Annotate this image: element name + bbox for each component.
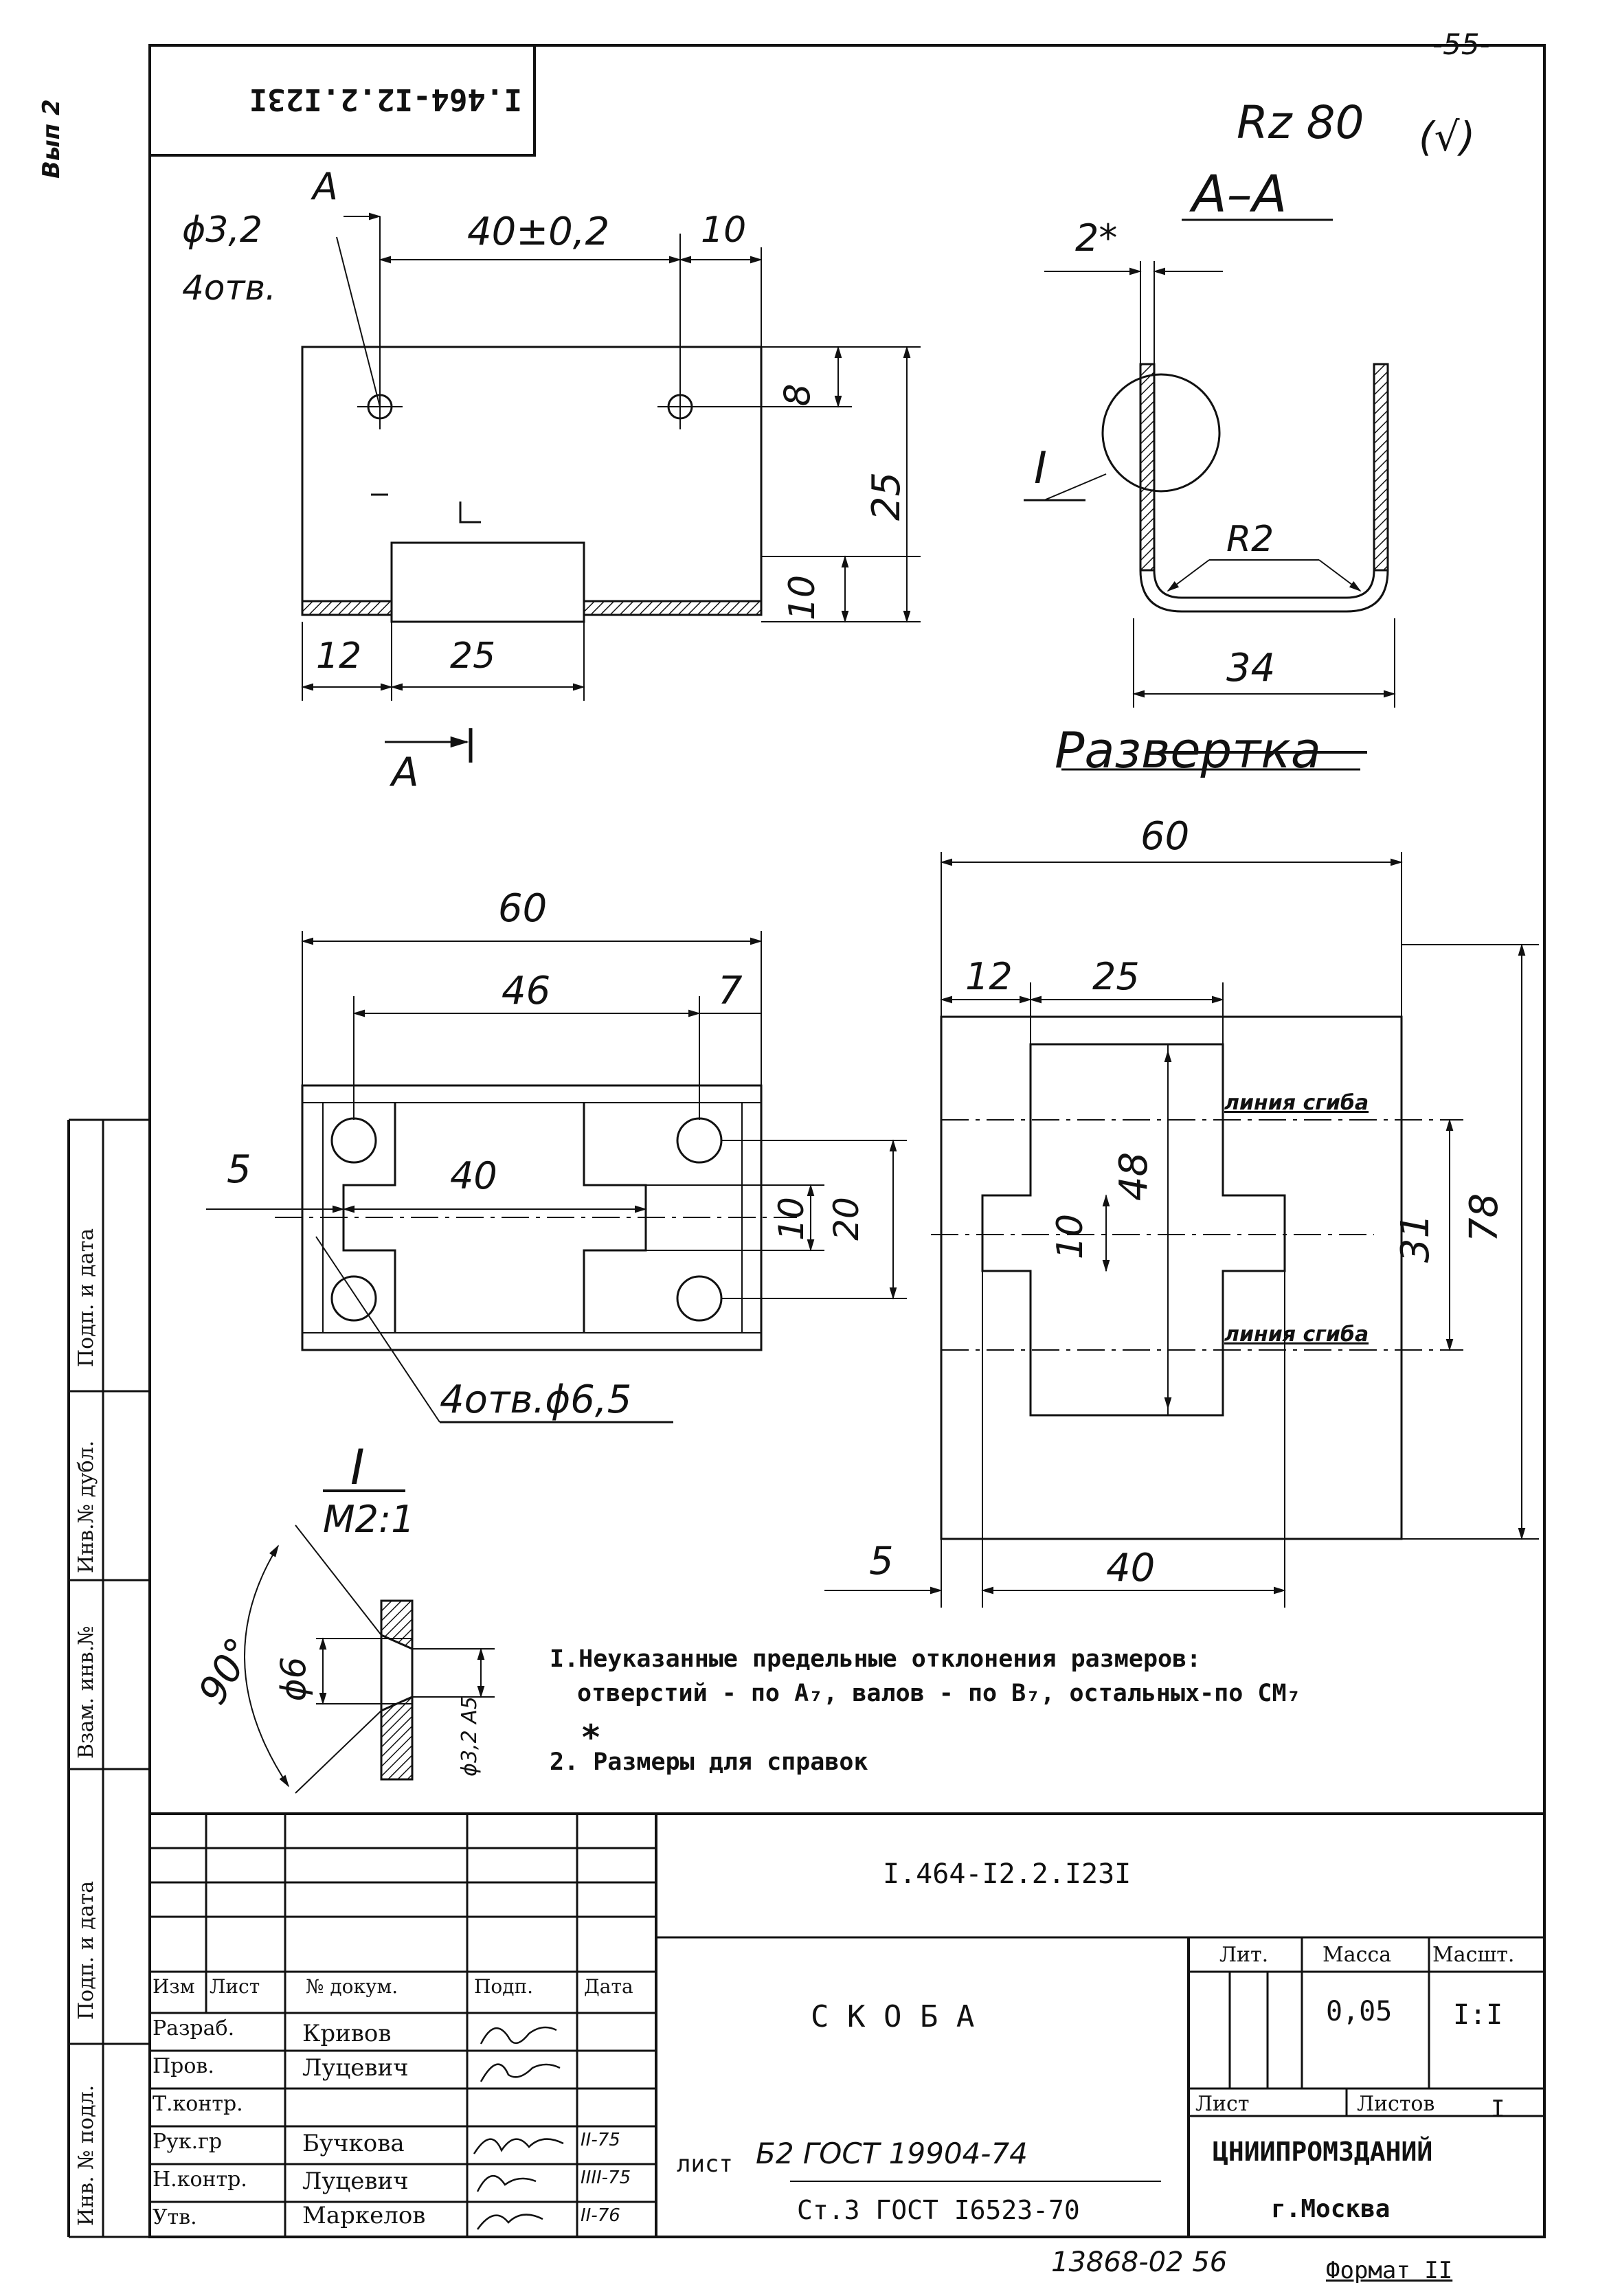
- scale-label: Масшт.: [1432, 1943, 1515, 1967]
- hdr-list: Лист: [210, 1975, 260, 1998]
- top-view: [301, 212, 921, 763]
- hdr-izm: Изм: [153, 1975, 195, 1998]
- section-width: 34: [1226, 646, 1276, 690]
- format-label: Формат II: [1326, 2257, 1453, 2284]
- signature-4: [476, 2174, 537, 2192]
- dev-dim-40: 40: [1106, 1546, 1156, 1590]
- scale-value: I:I: [1453, 1999, 1503, 2031]
- title-name: С К О Б А: [811, 1999, 975, 2034]
- sheet-label: Лист: [1195, 2092, 1250, 2116]
- material-line-2: Ст.3 ГОСТ I6523-70: [797, 2195, 1080, 2225]
- hole-callout: ϕ3,2: [182, 210, 262, 251]
- name-4: Луцевич: [302, 2168, 409, 2195]
- bend-radius: R2: [1226, 519, 1274, 560]
- signature-3: [473, 2138, 564, 2154]
- section-view: [1024, 218, 1396, 771]
- plan-dim-holes: 46: [502, 969, 551, 1013]
- detail-view: [244, 1489, 495, 1794]
- sheets-value: I: [1491, 2095, 1505, 2123]
- role-1: Пров.: [153, 2054, 214, 2078]
- mass-label: Масса: [1323, 1943, 1392, 1967]
- hdr-doc: № докум.: [306, 1975, 398, 1998]
- dev-dim-12: 12: [965, 955, 1013, 998]
- roughness-mark: Rz 80: [1237, 96, 1364, 149]
- name-1: Луцевич: [302, 2054, 409, 2082]
- role-3: Рук.гр: [153, 2130, 223, 2154]
- signature-1: [480, 2026, 557, 2045]
- section-title: A–A: [1192, 165, 1287, 224]
- dev-dim-5: 5: [869, 1539, 894, 1584]
- plan-dim-slot: 40: [450, 1154, 497, 1197]
- page-number: -55-: [1432, 27, 1490, 61]
- roughness-note: (√): [1419, 113, 1476, 160]
- signature-5: [476, 2214, 543, 2230]
- dim-span: 40±0,2: [467, 210, 610, 254]
- lit-label: Лит.: [1219, 1943, 1269, 1967]
- dev-dim-width: 60: [1140, 814, 1190, 859]
- mass-value: 0,05: [1326, 1996, 1393, 2027]
- sheet-frame: [148, 44, 1546, 2238]
- detail-scale: M2:1: [323, 1498, 415, 1541]
- role-4: Н.контр.: [153, 2168, 247, 2192]
- note-2-star: *: [581, 1718, 602, 1757]
- title-doc-code: I.464-I2.2.I23I: [883, 1858, 1132, 1890]
- role-5: Утв.: [153, 2205, 197, 2229]
- bend-line-label-1: линия сгиба: [1224, 1091, 1369, 1115]
- bend-line-label-2: линия сгиба: [1224, 1323, 1369, 1347]
- name-5: Маркелов: [302, 2202, 426, 2229]
- note-1b: отверстий - по A₇, валов - по B₇, осталь…: [577, 1680, 1301, 1707]
- plan-holes-callout: 4отв.ϕ6,5: [440, 1377, 632, 1422]
- plan-view: [206, 931, 907, 1423]
- date-4: IIII-75: [581, 2168, 631, 2188]
- date-5: II-76: [581, 2205, 620, 2226]
- note-1a: I.Неуказанные предельные отклонения разм…: [550, 1645, 1202, 1673]
- plan-dim-edge: 7: [718, 969, 743, 1013]
- hole-count: 4отв.: [182, 268, 276, 308]
- hdr-podp: Подп.: [474, 1975, 534, 1998]
- dim-left: 12: [316, 635, 362, 677]
- signature-2: [480, 2063, 561, 2082]
- section-mark-bottom: A: [392, 749, 419, 796]
- plan-dim-total: 60: [498, 886, 548, 931]
- plan-dim-left-offset: 5: [227, 1147, 251, 1192]
- development-view: [824, 751, 1539, 1608]
- footer-code: 13868-02 56: [1051, 2247, 1228, 2278]
- material-prefix: лист: [677, 2150, 733, 2178]
- role-2: Т.контр.: [153, 2092, 243, 2116]
- development-title: Развертка: [1055, 721, 1321, 779]
- detail-ref-mark: I: [1034, 443, 1047, 494]
- dim-thickness: 2*: [1075, 216, 1118, 260]
- detail-ref: I: [350, 1439, 365, 1496]
- name-3: Бучкова: [302, 2130, 405, 2157]
- material-line-1: Б2 ГОСТ 19904-74: [756, 2137, 1028, 2170]
- title-block-grid: [150, 1812, 1544, 2237]
- name-0: Кривов: [302, 2020, 392, 2047]
- city: г.Москва: [1271, 2195, 1391, 2223]
- hdr-date: Дата: [584, 1975, 633, 1998]
- note-2: 2. Размеры для справок: [550, 1748, 868, 1776]
- section-mark-top: A: [313, 165, 338, 208]
- dim-right: 10: [701, 210, 747, 251]
- organization: ЦНИИПРОМЗДАНИЙ: [1213, 2137, 1433, 2167]
- role-0: Разраб.: [153, 2016, 235, 2040]
- dim-tab: 25: [450, 635, 496, 677]
- date-3: II-75: [581, 2130, 620, 2150]
- sheets-label: Листов: [1357, 2092, 1435, 2116]
- dev-dim-25: 25: [1092, 955, 1140, 998]
- code-box: [148, 44, 536, 157]
